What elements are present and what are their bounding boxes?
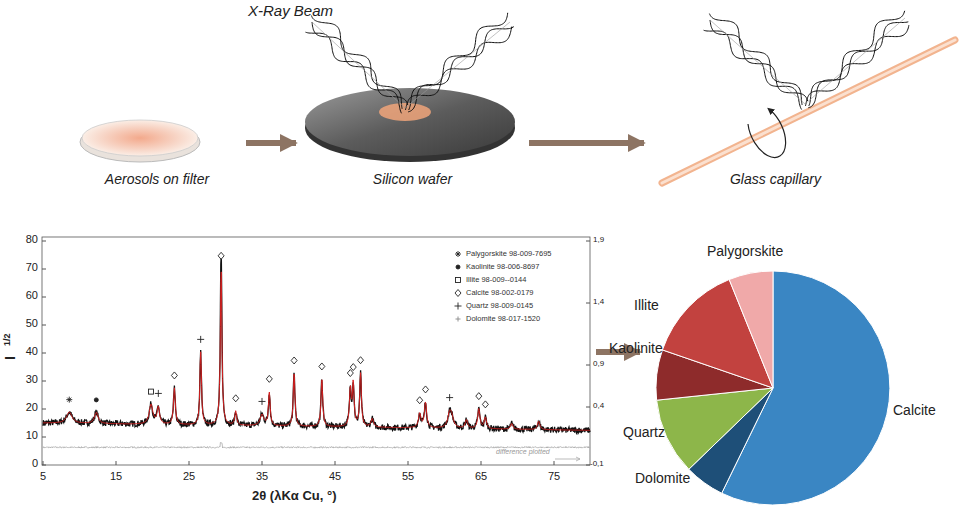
x-axis-title: 2θ (λKα Cu, °)	[252, 488, 337, 503]
y-axis-title: I	[2, 356, 18, 360]
pie-label: Dolomite	[635, 470, 690, 486]
y-tick: 60	[26, 289, 38, 301]
stage-caption: Silicon wafer	[300, 171, 525, 187]
right-tick: 0,9	[593, 359, 604, 368]
right-tick: 1,9	[593, 235, 604, 244]
pie-label: Illite	[634, 297, 659, 313]
pie-chart	[656, 271, 890, 505]
x-tick: 45	[329, 470, 341, 482]
flow-arrow	[246, 140, 296, 146]
right-tick: -0,1	[590, 459, 604, 468]
right-tick: 1,4	[593, 297, 604, 306]
y-tick: 30	[26, 373, 38, 385]
y-tick: 70	[26, 261, 38, 273]
stage-caption: Glass capillary	[648, 171, 903, 187]
y-tick: 40	[26, 345, 38, 357]
stage-caption: Aerosols on filter	[72, 171, 242, 187]
beam-label: X-Ray Beam	[248, 2, 333, 19]
y-tick: 20	[26, 401, 38, 413]
silicon-wafer	[305, 88, 515, 162]
legend-entry: Quartz 98-009-0145	[466, 301, 533, 310]
filter-illustration	[80, 120, 200, 162]
y-tick: 0	[32, 457, 38, 469]
pie-label: Kaolinite	[609, 340, 663, 356]
x-tick: 15	[110, 470, 122, 482]
legend-entry: Illite 98-009--0144	[466, 275, 526, 284]
stage-box: Silicon wafer	[300, 92, 525, 187]
y-tick: 10	[26, 429, 38, 441]
chart-note: difference plotted	[496, 448, 550, 455]
xrd-chart	[42, 237, 590, 465]
y-tick: 80	[26, 233, 38, 245]
flow-arrow	[529, 140, 644, 146]
right-tick: 0,4	[593, 401, 604, 410]
x-ray-beam	[306, 11, 909, 114]
glass-capillary	[662, 40, 955, 183]
y-tick: 50	[26, 317, 38, 329]
x-tick: 25	[183, 470, 195, 482]
pie-label: Quartz	[623, 424, 665, 440]
stage-box: Glass capillary	[648, 92, 903, 187]
x-tick: 65	[475, 470, 487, 482]
x-tick: 5	[40, 470, 46, 482]
pie-label: Calcite	[893, 402, 936, 418]
legend-entry: Calcite 98-002-0179	[466, 288, 534, 297]
x-tick: 35	[256, 470, 268, 482]
legend-entry: Kaolinite 98-006-8697	[466, 262, 539, 271]
legend-entry: Palygorskite 98-009-7695	[466, 249, 551, 258]
pie-label: Palygorskite	[707, 243, 783, 259]
x-tick: 55	[402, 470, 414, 482]
legend-entry: Dolomite 98-017-1520	[466, 314, 540, 323]
x-tick: 75	[548, 470, 560, 482]
y-axis-title: 1/2	[2, 333, 12, 346]
stage-box: Aerosols on filter	[72, 92, 242, 187]
